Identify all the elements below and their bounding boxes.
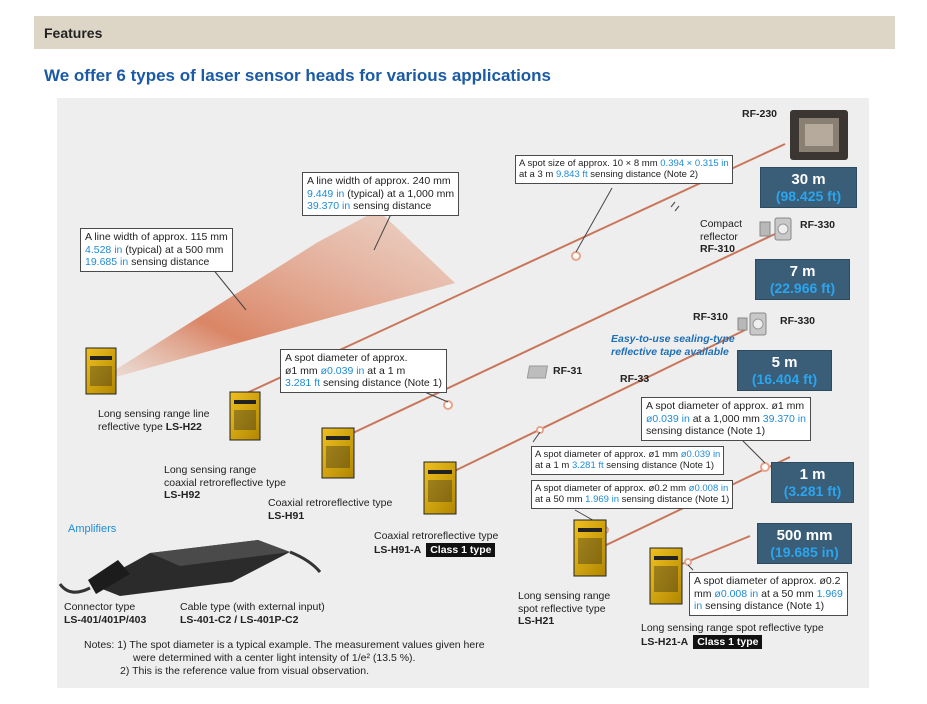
- amplifier-unit: [58, 540, 322, 596]
- features-title: Features: [44, 25, 103, 41]
- rf330-label-b: RF-330: [780, 315, 816, 327]
- long-spot-callout: A spot diameter of approx. ø1 mm ø0.039 …: [641, 397, 811, 441]
- h22-line-width-callout: A line width of approx. 115 mm 4.528 in …: [80, 228, 233, 272]
- h21-spot-callout: A spot diameter of approx. ø0.2 mm ø0.00…: [531, 480, 734, 509]
- rf31-label: RF-31: [553, 365, 583, 377]
- compact-reflector-b: [737, 312, 767, 336]
- ls-h91-label: Coaxial retroreflective type LS-H91: [268, 497, 393, 522]
- distance-box-500mm: 500 mm(19.685 in): [757, 523, 852, 565]
- rf330-label-a: RF-330: [800, 219, 836, 231]
- leader-line: [532, 431, 541, 443]
- class1-badge: Class 1 type: [426, 542, 496, 558]
- amplifiers-title: Amplifiers: [68, 523, 117, 535]
- h21a-beam: [671, 535, 751, 569]
- ls-h22-sensor-head: [85, 347, 117, 395]
- h91-spot-callout: A spot diameter of approx. ø1 mm ø0.039 …: [280, 349, 448, 393]
- ls-h92-label: Long sensing range coaxial retroreflecti…: [164, 464, 286, 502]
- compact-reflector-a: [759, 217, 792, 241]
- spot-marker: [536, 426, 544, 434]
- leader-line: [687, 564, 694, 571]
- ls-h21a-sensor-head: [649, 547, 683, 605]
- distance-box-5m: 5 m(16.404 ft): [737, 350, 832, 392]
- rf310-label-b: RF-310: [693, 311, 729, 323]
- distance-box-7m: 7 m(22.966 ft): [755, 259, 850, 301]
- ls-h22-label: Long sensing range line reflective type …: [98, 408, 210, 433]
- spot-marker: [571, 251, 581, 261]
- ls-h91a-sensor-head: [423, 461, 457, 515]
- leader-line: [211, 267, 247, 311]
- h92-line-width-callout: A line width of approx. 240 mm 9.449 in …: [302, 172, 460, 216]
- beam-break-icon: [670, 201, 680, 212]
- h91a-spot-callout: A spot diameter of approx. ø1 mm ø0.039 …: [531, 446, 725, 475]
- leader-line: [373, 211, 393, 251]
- leader-line: [741, 439, 766, 464]
- spot-marker: [443, 400, 453, 410]
- ls-h91a-label: Coaxial retroreflective type LS-H91-A Cl…: [374, 530, 499, 558]
- h91-beam: [337, 233, 776, 441]
- h91a-beam: [439, 329, 746, 479]
- class1-badge: Class 1 type: [693, 634, 763, 650]
- distance-box-30m: 30 m(98.425 ft): [760, 167, 857, 209]
- spot-marker: [760, 462, 770, 472]
- ls-h91-sensor-head: [321, 427, 355, 479]
- ls-h21a-label: Long sensing range spot reflective type …: [641, 622, 824, 650]
- page-headline: We offer 6 types of laser sensor heads f…: [44, 66, 552, 85]
- rf230-reflector: [790, 110, 848, 160]
- leader-line: [575, 187, 613, 253]
- distance-box-1m: 1 m(3.281 ft): [771, 462, 854, 504]
- cable-type-label: Cable type (with external input) LS-401-…: [180, 601, 325, 626]
- features-header: Features: [34, 16, 895, 49]
- reflective-tape: [526, 365, 549, 379]
- ls-h21-label: Long sensing range spot reflective type …: [518, 590, 611, 628]
- h22-line-beam: [112, 210, 455, 378]
- compact-reflector-label: Compact reflector RF-310: [700, 218, 743, 256]
- spot-marker: [684, 558, 692, 566]
- notes: Notes: 1) The spot diameter is a typical…: [84, 639, 485, 678]
- rf33-label: RF-33: [620, 373, 650, 385]
- ls-h21-sensor-head: [573, 519, 607, 577]
- rf230-spot-callout: A spot size of approx. 10 × 8 mm 0.394 ×…: [515, 155, 733, 184]
- rf230-label: RF-230: [742, 108, 778, 120]
- connector-type-label: Connector type LS-401/401P/403: [64, 601, 147, 626]
- ls-h92-sensor-head: [229, 391, 261, 441]
- h21a-spot-callout: A spot diameter of approx. ø0.2 mm ø0.00…: [689, 572, 848, 616]
